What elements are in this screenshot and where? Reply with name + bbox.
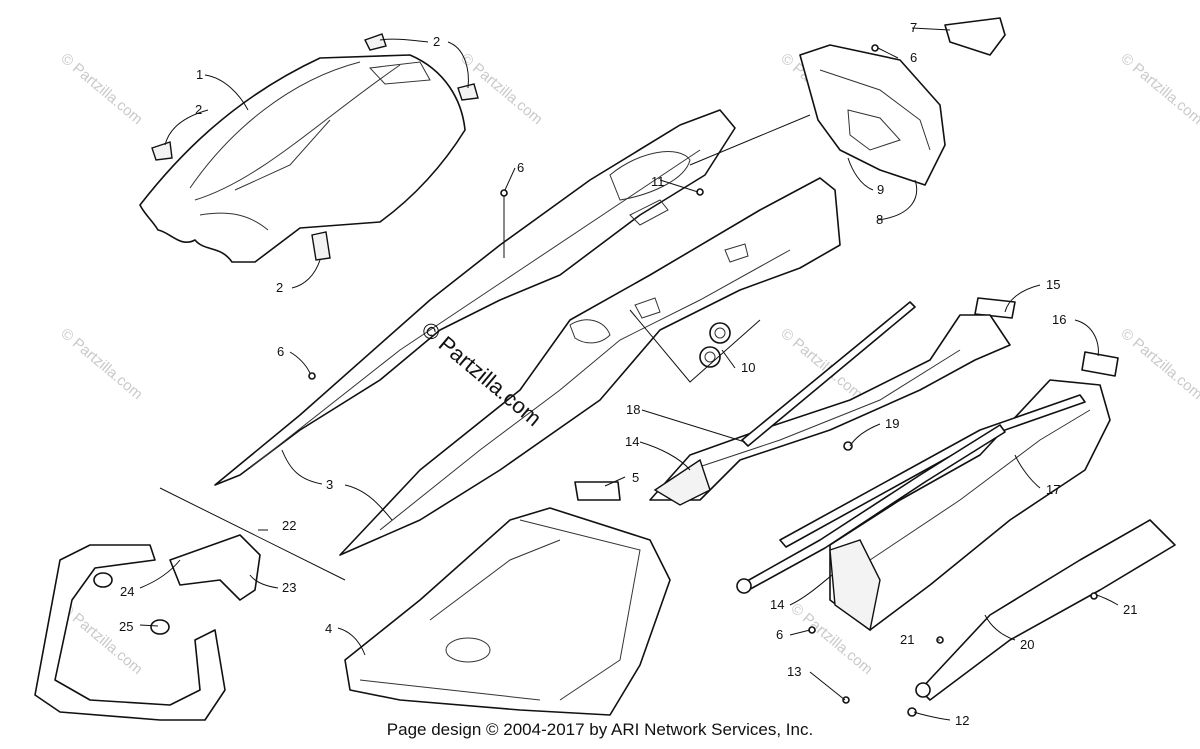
leader-lines [139,27,1119,721]
callout-2: 2 [276,280,283,295]
part-2-clips [151,33,479,261]
callout-9: 9 [877,182,884,197]
callout-2: 2 [195,102,202,117]
callout-12: 12 [955,713,969,728]
watermark-tile: © Partzilla.com [57,600,145,678]
hardware [308,44,1098,717]
callout-3: 3 [326,477,333,492]
decals [574,297,1119,501]
callout-15: 15 [1046,277,1060,292]
callout-23: 23 [282,580,296,595]
callout-21: 21 [900,632,914,647]
watermark-tile: © Partzilla.com [1117,325,1200,403]
callout-5: 5 [632,470,639,485]
callout-labels: 1 2 2 2 3 4 5 6 6 6 6 7 8 9 10 11 12 13 … [119,20,1137,728]
watermark-tile: © Partzilla.com [777,325,865,403]
callout-6: 6 [277,344,284,359]
callout-6: 6 [517,160,524,175]
callout-10: 10 [741,360,755,375]
part-22-bumper-assembly [34,534,261,721]
callout-11: 11 [651,174,665,189]
callout-18: 18 [626,402,640,417]
callout-1: 1 [196,67,203,82]
footer-credit: Page design © 2004-2017 by ARI Network S… [386,720,814,739]
callout-22: 22 [282,518,296,533]
part-8-rear-housing [799,17,1006,186]
callout-2: 2 [433,34,440,49]
callout-17: 17 [1046,482,1060,497]
callout-14: 14 [770,597,784,612]
callout-19: 19 [885,416,899,431]
watermark-tile: © Partzilla.com [57,325,145,403]
part-1-hood [139,54,466,263]
callout-6: 6 [910,50,917,65]
callout-24: 24 [120,584,134,599]
callout-8: 8 [876,212,883,227]
callout-13: 13 [787,664,801,679]
callout-21: 21 [1123,602,1137,617]
callout-14: 14 [625,434,639,449]
callout-16: 16 [1052,312,1066,327]
watermark-main: © Partzilla.com [417,317,547,431]
callout-4: 4 [325,621,332,636]
part-10-grommets [699,322,731,368]
callout-25: 25 [119,619,133,634]
part-20-rods [736,301,1176,701]
callout-20: 20 [1020,637,1034,652]
callout-6: 6 [776,627,783,642]
part-4-storage-tub [344,507,671,716]
watermark-tile: © Partzilla.com [1117,50,1200,128]
part-17-right-panel [649,314,1111,632]
watermark-tile: © Partzilla.com [57,50,145,128]
part-3-side-panels [214,109,841,556]
callout-7: 7 [910,20,917,35]
